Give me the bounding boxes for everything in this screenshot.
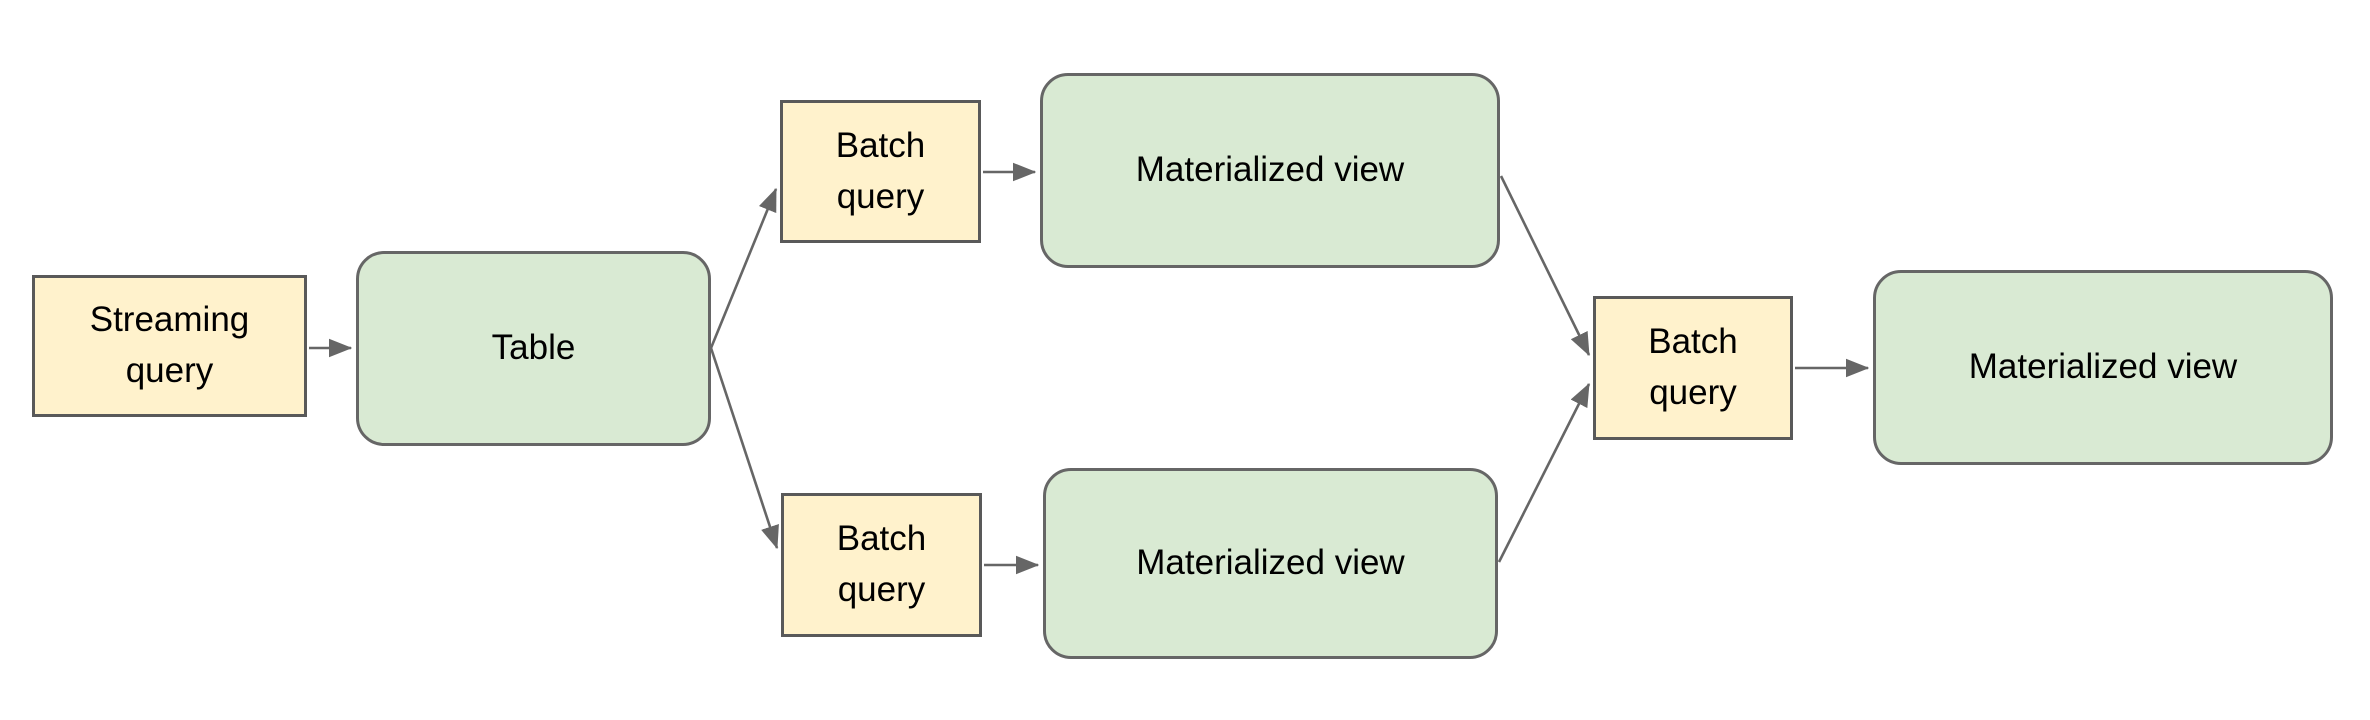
node-streaming-query: Streaming query (32, 275, 307, 417)
arrow-table-to-batch-top (709, 187, 778, 349)
arrow-mv-bottom-to-batch-join (1497, 382, 1591, 563)
arrow-table-to-batch-bottom (709, 347, 779, 550)
node-batch-query-bottom: Batch query (781, 493, 982, 637)
node-materialized-view-bottom-label: Materialized view (1136, 543, 1405, 583)
node-materialized-view-bottom: Materialized view (1043, 468, 1498, 659)
node-materialized-view-final-label: Materialized view (1968, 347, 2238, 387)
node-batch-query-join-label: Batch query (1648, 322, 1738, 412)
node-materialized-view-top-label: Materialized view (1135, 150, 1405, 190)
node-table-label: Table (491, 328, 576, 368)
node-batch-query-top-label: Batch query (835, 125, 926, 216)
node-table: Table (356, 251, 711, 446)
node-materialized-view-top: Materialized view (1040, 73, 1500, 268)
arrow-mv-top-to-batch-join (1499, 175, 1591, 357)
node-streaming-query-label: Streaming query (89, 300, 250, 390)
node-batch-query-join: Batch query (1593, 296, 1793, 440)
node-materialized-view-final: Materialized view (1873, 270, 2333, 465)
node-batch-query-top: Batch query (780, 100, 981, 243)
node-batch-query-bottom-label: Batch query (836, 519, 927, 609)
